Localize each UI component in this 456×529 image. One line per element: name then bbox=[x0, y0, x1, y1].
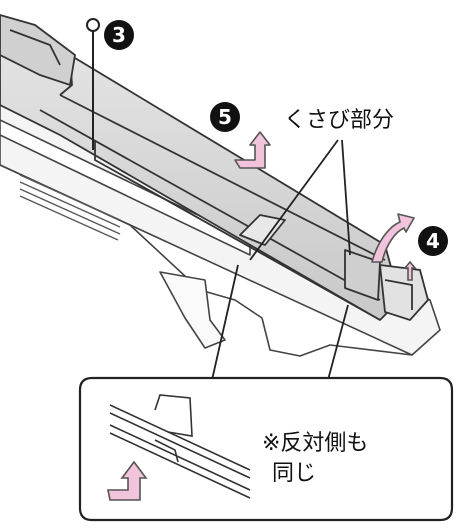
step-badge-4: 4 bbox=[418, 226, 448, 256]
frame-stripes bbox=[19, 174, 121, 241]
pink-arrow-icon bbox=[371, 213, 415, 263]
note-line-2: 同じ bbox=[272, 461, 317, 486]
step-badge-5: 5 bbox=[210, 102, 240, 132]
wedge-part-label: くさび部分 bbox=[284, 108, 395, 133]
pink-arrow-icon bbox=[107, 460, 148, 501]
rail-end-cap bbox=[0, 14, 76, 87]
detail-callout bbox=[78, 376, 454, 522]
wedge-pointers bbox=[211, 139, 351, 381]
pink-arrow-icon bbox=[403, 260, 417, 281]
rail-part bbox=[0, 19, 401, 321]
pink-arrow-icon bbox=[234, 131, 271, 169]
screw-icon bbox=[86, 18, 100, 150]
step-badge-3: 3 bbox=[104, 20, 134, 50]
right-bracket bbox=[378, 263, 429, 322]
note-line-1: ※反対側も bbox=[262, 431, 369, 456]
